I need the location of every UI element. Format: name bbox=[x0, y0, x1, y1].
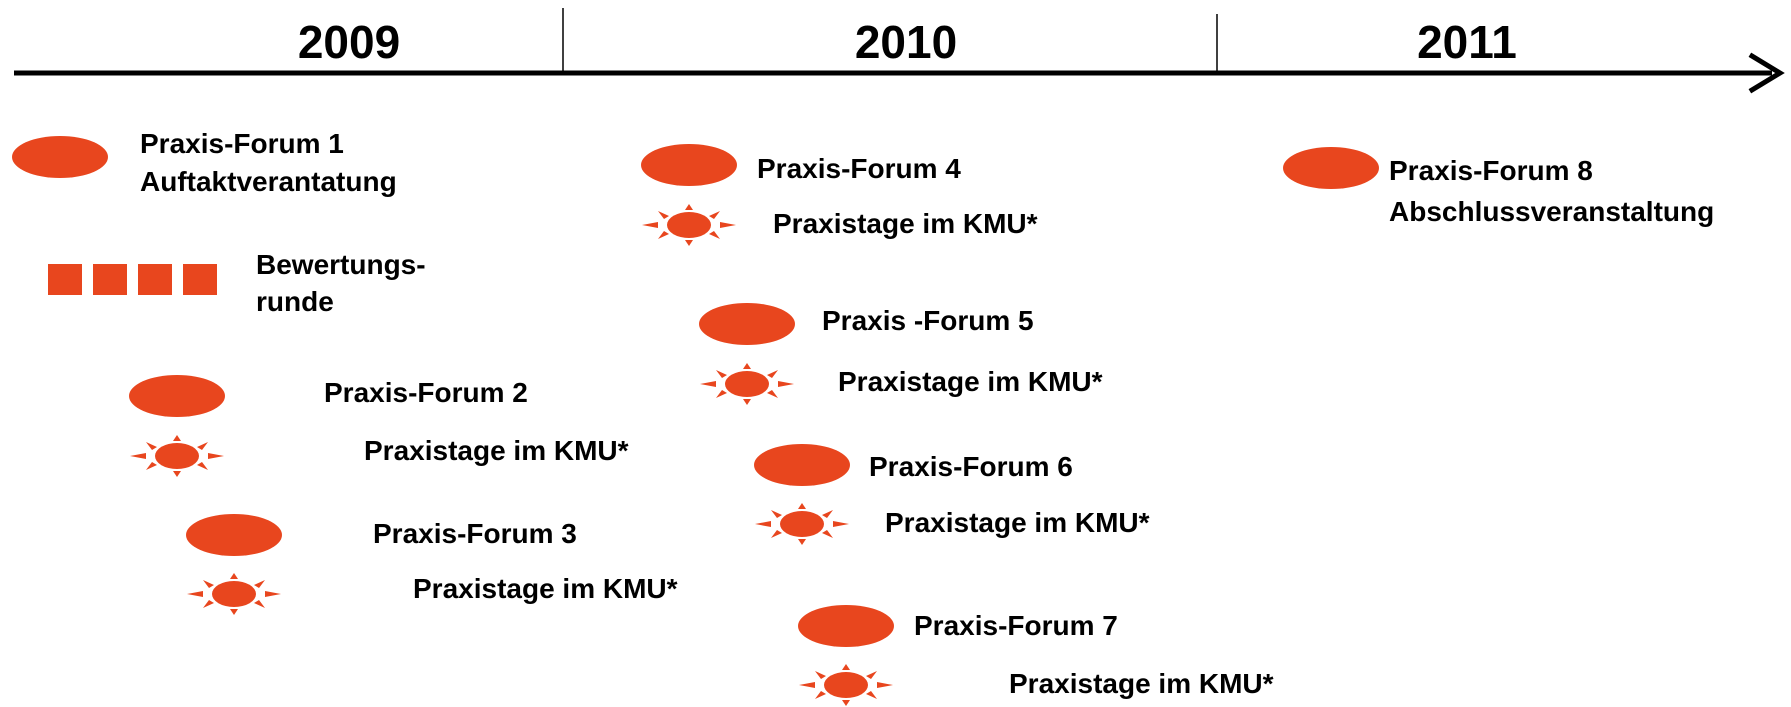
practice-day-burst-icon bbox=[130, 435, 224, 477]
practice-day-burst-icon bbox=[187, 573, 281, 615]
dashed-bar-icon bbox=[48, 264, 217, 295]
event-label: Praxis-Forum 4 bbox=[757, 153, 961, 184]
event-practice-7: Praxistage im KMU* bbox=[799, 664, 1274, 706]
year-label: 2011 bbox=[1417, 16, 1517, 68]
event-label: Praxistage im KMU* bbox=[838, 366, 1103, 397]
timeline-axis bbox=[14, 8, 1785, 94]
event-label: runde bbox=[256, 286, 334, 317]
forum-ellipse-icon bbox=[1283, 147, 1379, 189]
forum-ellipse-icon bbox=[186, 514, 282, 556]
event-label: Praxis-Forum 2 bbox=[324, 377, 528, 408]
event-forum-1: Praxis-Forum 1 Auftaktverantatung bbox=[12, 128, 397, 197]
event-label: Praxis-Forum 7 bbox=[914, 610, 1118, 641]
event-forum-3: Praxis-Forum 3 bbox=[186, 514, 577, 556]
forum-ellipse-icon bbox=[798, 605, 894, 647]
year-label: 2010 bbox=[855, 16, 957, 68]
forum-ellipse-icon bbox=[641, 144, 737, 186]
event-forum-8: Praxis-Forum 8 Abschlussveranstaltung bbox=[1283, 147, 1714, 227]
forum-ellipse-icon bbox=[129, 375, 225, 417]
event-label: Praxistage im KMU* bbox=[364, 435, 629, 466]
practice-day-burst-icon bbox=[642, 204, 736, 246]
event-forum-6: Praxis-Forum 6 bbox=[754, 444, 1073, 486]
event-label: Praxis-Forum 8 bbox=[1389, 155, 1593, 186]
practice-day-burst-icon bbox=[755, 503, 849, 545]
event-label: Bewertungs- bbox=[256, 249, 426, 280]
timeline-arrowhead bbox=[1748, 52, 1785, 94]
event-practice-2: Praxistage im KMU* bbox=[130, 435, 629, 477]
event-label: Auftaktverantatung bbox=[140, 166, 397, 197]
event-label: Praxis-Forum 6 bbox=[869, 451, 1073, 482]
forum-ellipse-icon bbox=[699, 303, 795, 345]
practice-day-burst-icon bbox=[700, 363, 794, 405]
forum-ellipse-icon bbox=[12, 136, 108, 178]
year-label: 2009 bbox=[298, 16, 400, 68]
event-practice-4: Praxistage im KMU* bbox=[642, 204, 1038, 246]
event-label: Praxis -Forum 5 bbox=[822, 305, 1034, 336]
event-label: Praxistage im KMU* bbox=[885, 507, 1150, 538]
event-forum-4: Praxis-Forum 4 bbox=[641, 144, 961, 186]
event-label: Praxis-Forum 3 bbox=[373, 518, 577, 549]
event-label: Praxistage im KMU* bbox=[413, 573, 678, 604]
event-label: Abschlussveranstaltung bbox=[1389, 196, 1714, 227]
event-forum-7: Praxis-Forum 7 bbox=[798, 605, 1118, 647]
event-label: Praxistage im KMU* bbox=[773, 208, 1038, 239]
practice-day-burst-icon bbox=[799, 664, 893, 706]
forum-ellipse-icon bbox=[754, 444, 850, 486]
event-practice-3: Praxistage im KMU* bbox=[187, 573, 678, 615]
event-forum-5: Praxis -Forum 5 bbox=[699, 303, 1034, 345]
event-label: Praxis-Forum 1 bbox=[140, 128, 344, 159]
event-practice-6: Praxistage im KMU* bbox=[755, 503, 1150, 545]
event-label: Praxistage im KMU* bbox=[1009, 668, 1274, 699]
event-forum-2: Praxis-Forum 2 bbox=[129, 375, 528, 417]
event-practice-5: Praxistage im KMU* bbox=[700, 363, 1103, 405]
event-rating-round: Bewertungs- runde bbox=[48, 249, 426, 317]
